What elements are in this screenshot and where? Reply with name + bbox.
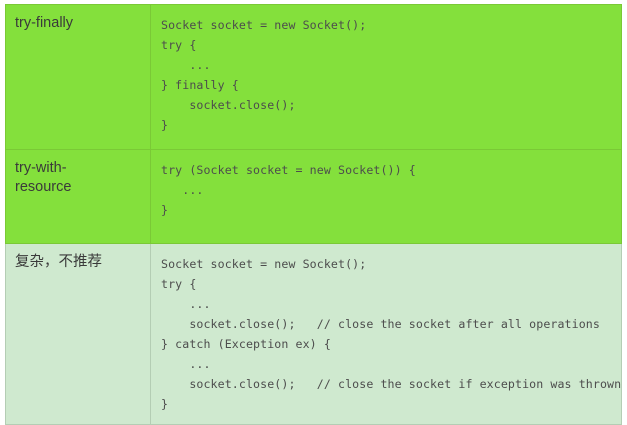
code-block-try-with-resource: try (Socket socket = new Socket()) { ...… [161,163,416,217]
row-label-try-with-resource: try-with- resource [15,160,72,195]
table-row: try-finally Socket socket = new Socket()… [5,4,622,150]
code-block-complex: Socket socket = new Socket(); try { ... … [161,257,622,411]
row-code-cell-try-finally: Socket socket = new Socket(); try { ... … [150,4,622,150]
row-label-complex: 复杂，不推荐 [15,254,102,270]
row-label-try-finally: try-finally [15,15,74,31]
table-row: 复杂，不推荐 Socket socket = new Socket(); try… [5,243,622,425]
code-block-try-finally: Socket socket = new Socket(); try { ... … [161,18,367,132]
row-label-cell-try-with-resource: try-with- resource [5,149,151,244]
table-row: try-with- resource try (Socket socket = … [5,149,622,244]
java-socket-close-patterns-table: try-finally Socket socket = new Socket()… [5,4,622,425]
row-code-cell-complex: Socket socket = new Socket(); try { ... … [150,243,622,425]
row-label-cell-try-finally: try-finally [5,4,151,150]
row-code-cell-try-with-resource: try (Socket socket = new Socket()) { ...… [150,149,622,244]
table-body: try-finally Socket socket = new Socket()… [5,4,622,425]
row-label-cell-complex: 复杂，不推荐 [5,243,151,425]
